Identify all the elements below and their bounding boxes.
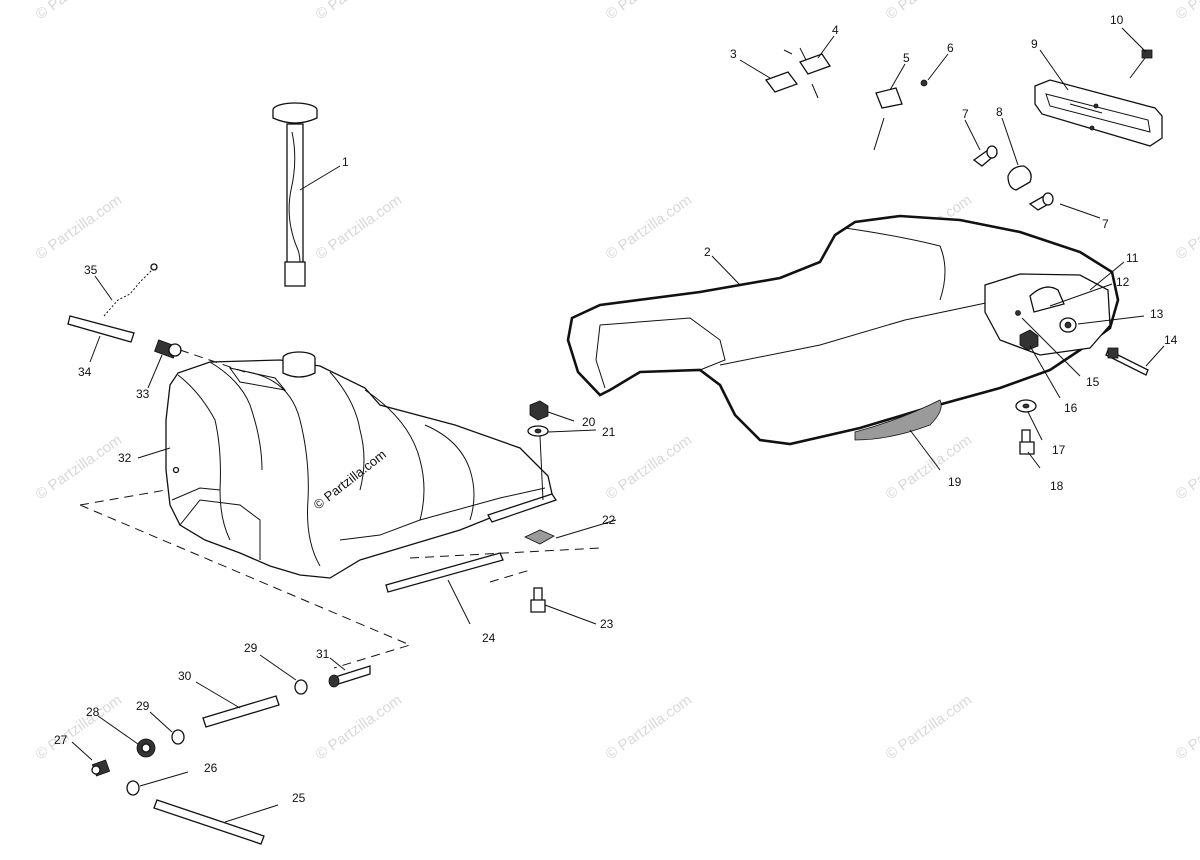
callout-15: 15 — [1086, 375, 1100, 389]
nut-part-6[interactable] — [920, 79, 928, 87]
bushing-part-lower[interactable] — [171, 729, 185, 745]
bracket-part-4[interactable] — [783, 49, 831, 75]
callout-25: 25 — [292, 791, 306, 805]
pin-part[interactable] — [328, 665, 371, 688]
watermark-text: © Partzilla.com — [1173, 431, 1200, 503]
bulb-part-7a[interactable] — [972, 145, 998, 167]
lamp-part-8[interactable] — [1007, 165, 1032, 191]
watermark-text: © Partzilla.com — [313, 691, 406, 763]
callout-24: 24 — [482, 631, 496, 645]
taillight-part-9[interactable] — [1034, 79, 1163, 147]
watermark-text: © Partzilla.com — [33, 431, 126, 503]
callout-33: 33 — [136, 387, 150, 401]
watermark-text: © Partzilla.com — [603, 431, 696, 503]
callout-26: 26 — [204, 761, 218, 775]
callout-11: 11 — [1126, 251, 1139, 265]
leader-lines — [71, 27, 1165, 823]
watermark-text: © Partzilla.com — [883, 0, 976, 23]
watermark-text: © Partzilla.com — [883, 691, 976, 763]
watermark-text: © Partzilla.com — [1173, 0, 1200, 23]
watermark-text: © Partzilla.com — [603, 191, 696, 263]
pad-part[interactable] — [524, 529, 555, 545]
grommet-part-13[interactable] — [1059, 317, 1077, 333]
bolt-part-18[interactable] — [1019, 429, 1035, 455]
tube-part-upper[interactable] — [202, 695, 280, 728]
callout-16: 16 — [1064, 401, 1078, 415]
bolt-part[interactable] — [530, 587, 546, 613]
callout-32: 32 — [118, 451, 132, 465]
bushing-part-upper[interactable] — [294, 679, 308, 695]
callout-7a: 7 — [962, 107, 969, 121]
screw-part-10[interactable] — [1129, 49, 1153, 79]
watermark-text: © Partzilla.com — [33, 0, 126, 23]
callout-29b: 29 — [136, 699, 150, 713]
callout-9: 9 — [1031, 37, 1038, 51]
callout-21: 21 — [602, 425, 616, 439]
callout-7b: 7 — [1102, 217, 1109, 231]
watermark-text: © Partzilla.com — [603, 0, 696, 23]
callout-23: 23 — [600, 617, 614, 631]
fitting-part[interactable] — [154, 339, 182, 359]
callout-1: 1 — [342, 155, 349, 169]
watermark-text: © Partzilla.com — [1173, 691, 1200, 763]
strip-part[interactable] — [385, 552, 504, 593]
tube-part-lower[interactable] — [153, 799, 265, 845]
washer-part-17[interactable] — [1015, 399, 1037, 413]
hose-part[interactable] — [103, 263, 158, 317]
callout-34: 34 — [78, 365, 92, 379]
callout-6: 6 — [947, 41, 954, 55]
watermark-text: © Partzilla.com — [33, 191, 126, 263]
callout-13: 13 — [1150, 307, 1164, 321]
fuel-sender-part[interactable] — [272, 102, 318, 287]
washer-part[interactable] — [527, 425, 549, 501]
callout-17: 17 — [1052, 443, 1066, 457]
watermark-text: © Partzilla.com — [603, 691, 696, 763]
callout-22: 22 — [602, 513, 616, 527]
callout-4: 4 — [832, 23, 839, 37]
plate-part-5[interactable] — [873, 87, 903, 151]
callout-35: 35 — [84, 263, 98, 277]
callout-19: 19 — [948, 475, 962, 489]
bulb-part-7b[interactable] — [1028, 192, 1054, 211]
clip-part[interactable] — [91, 759, 111, 777]
nut-part-16[interactable] — [1019, 329, 1039, 351]
callout-12: 12 — [1116, 275, 1130, 289]
watermark-text: © Partzilla.com — [883, 431, 976, 503]
callout-3: 3 — [730, 47, 737, 61]
seat-part[interactable] — [566, 214, 1120, 446]
callout-20: 20 — [582, 415, 596, 429]
callout-8: 8 — [996, 105, 1003, 119]
watermark-text: © Partzilla.com — [313, 0, 406, 23]
callout-2: 2 — [704, 245, 711, 259]
nut-part[interactable] — [529, 400, 549, 421]
watermark-text: © Partzilla.com — [313, 191, 406, 263]
stud-part-14[interactable] — [1105, 347, 1149, 376]
callout-30: 30 — [178, 669, 192, 683]
watermark-text: © Partzilla.com — [1173, 191, 1200, 263]
callout-10: 10 — [1110, 13, 1124, 27]
fuel-tank-part[interactable] — [165, 351, 558, 579]
callout-18: 18 — [1050, 479, 1064, 493]
watermark-text: © Partzilla.com — [33, 691, 126, 763]
callout-layer: 1 2 3 4 5 6 7 7 8 9 10 11 12 13 14 15 16… — [54, 13, 1178, 805]
grommet-part[interactable] — [136, 738, 156, 758]
callout-5: 5 — [903, 51, 910, 65]
callout-14: 14 — [1164, 333, 1178, 347]
cap-part[interactable] — [126, 780, 140, 796]
callout-29a: 29 — [244, 641, 258, 655]
seat-base-part[interactable] — [854, 399, 942, 441]
bracket-part-3[interactable] — [764, 47, 819, 99]
rod-part[interactable] — [67, 315, 135, 343]
callout-27: 27 — [54, 733, 68, 747]
callout-31: 31 — [316, 647, 330, 661]
callout-28: 28 — [86, 705, 100, 719]
